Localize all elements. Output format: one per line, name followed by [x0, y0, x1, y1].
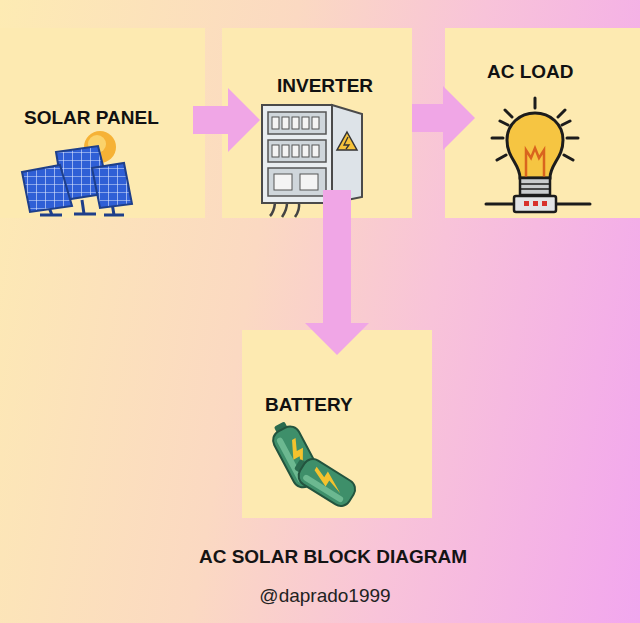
- solar-panel-icon: [22, 131, 132, 215]
- diagram-title: AC SOLAR BLOCK DIAGRAM: [199, 546, 467, 568]
- author-handle: @daprado1999: [259, 585, 390, 607]
- flow-arrow: [305, 190, 369, 355]
- flow-arrow: [193, 88, 260, 152]
- author-handle-wrap: @daprado1999: [5, 585, 640, 607]
- block-box: BATTERY: [242, 330, 432, 518]
- light-bulb-icon: [486, 98, 590, 212]
- block-label: AC LOAD: [487, 61, 574, 83]
- block-box: SOLAR PANEL: [0, 28, 205, 218]
- block-label: BATTERY: [265, 394, 353, 416]
- block-box: AC LOAD: [445, 28, 640, 218]
- block-label: INVERTER: [277, 75, 373, 97]
- flow-arrow: [412, 86, 475, 150]
- block-box: INVERTER: [222, 28, 412, 218]
- diagram-title-wrap: AC SOLAR BLOCK DIAGRAM: [13, 546, 640, 568]
- battery-icon: [267, 418, 359, 510]
- block-label: SOLAR PANEL: [24, 107, 159, 129]
